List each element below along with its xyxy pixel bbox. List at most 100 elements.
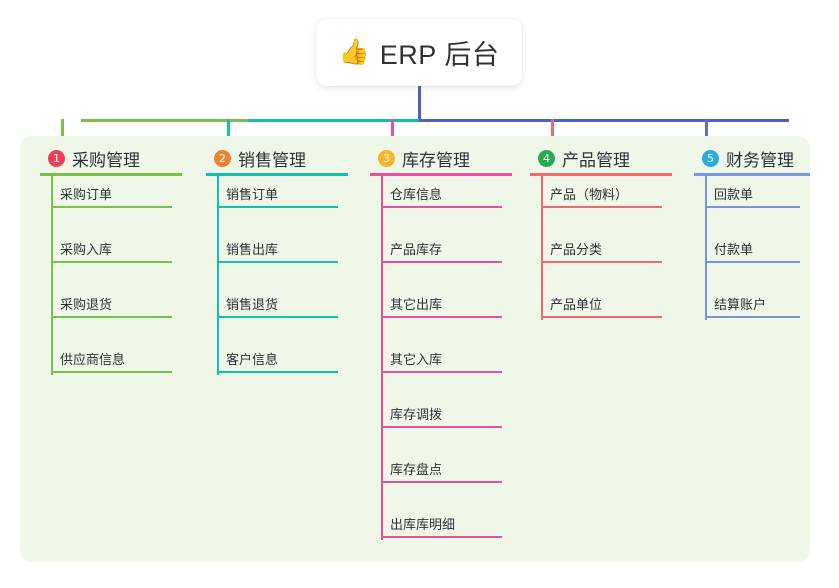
leaf-node[interactable]: 其它入库 [381,343,502,373]
branch-badge-3: 3 [378,150,395,167]
leaf-underline [381,536,502,538]
leaf-underline [381,371,502,373]
leaf-node[interactable]: 出库库明细 [381,508,502,538]
branch-badge-4: 4 [538,150,555,167]
leaf-label: 其它出库 [390,297,443,312]
leaf-label: 库存盘点 [390,462,443,477]
leaf-node[interactable]: 销售出库 [217,233,338,263]
leaf-node[interactable]: 产品单位 [541,288,662,318]
branch-badge-1: 1 [48,150,65,167]
leaf-underline [217,206,338,208]
leaf-underline [705,316,800,318]
leaf-label: 出库库明细 [390,517,456,532]
leaf-underline [217,316,338,318]
leaf-underline [705,206,800,208]
branch-spine-1 [51,174,53,375]
leaf-underline [541,316,662,318]
branch-title-4: 产品管理 [562,151,630,170]
leaf-node[interactable]: 销售订单 [217,178,338,208]
connector-bus-segment-3 [419,119,789,122]
leaf-label: 销售退货 [226,297,279,312]
leaf-node[interactable]: 客户信息 [217,343,338,373]
leaf-underline [705,261,800,263]
branch-title-5: 财务管理 [726,151,794,170]
leaf-underline [381,316,502,318]
leaf-label: 回款单 [714,187,754,202]
leaf-underline [217,371,338,373]
leaf-node[interactable]: 库存调拨 [381,398,502,428]
leaf-node[interactable]: 产品分类 [541,233,662,263]
leaf-underline [51,316,172,318]
leaf-node[interactable]: 产品库存 [381,233,502,263]
branch-header-5[interactable]: 5 财务管理 [702,146,794,171]
leaf-underline [381,261,502,263]
branch-underline-5 [694,173,810,176]
connector-stub-4 [551,119,554,144]
branch-spine-3 [381,174,383,540]
leaf-label: 产品（物料） [550,187,629,202]
leaf-node[interactable]: 采购入库 [51,233,172,263]
leaf-underline [381,426,502,428]
connector-stub-1 [61,119,64,144]
branch-underline-4 [530,173,672,176]
root-title: ERP 后台 [379,40,500,70]
leaf-node[interactable]: 结算账户 [705,288,800,318]
leaf-label: 客户信息 [226,352,279,367]
leaf-label: 采购订单 [60,187,113,202]
branch-underline-3 [370,173,512,176]
leaf-node[interactable]: 付款单 [705,233,800,263]
leaf-node[interactable]: 回款单 [705,178,800,208]
connector-stub-2 [227,119,230,144]
leaf-underline [217,261,338,263]
branch-header-1[interactable]: 1 采购管理 [48,146,140,171]
leaf-label: 供应商信息 [60,352,126,367]
branch-title-2: 销售管理 [238,151,306,170]
leaf-label: 付款单 [714,242,754,257]
leaf-underline [51,206,172,208]
branch-spine-5 [705,174,707,320]
branch-header-4[interactable]: 4 产品管理 [538,146,630,171]
leaf-label: 销售订单 [226,187,279,202]
leaf-underline [541,261,662,263]
connector-stub-5 [705,119,708,144]
leaf-node[interactable]: 产品（物料） [541,178,662,208]
leaf-underline [381,206,502,208]
leaf-label: 采购入库 [60,242,113,257]
leaf-node[interactable]: 其它出库 [381,288,502,318]
connector-trunk [418,86,421,122]
leaf-label: 其它入库 [390,352,443,367]
leaf-underline [51,371,172,373]
branch-badge-2: 2 [214,150,231,167]
branch-title-3: 库存管理 [402,151,470,170]
leaf-label: 库存调拨 [390,407,443,422]
root-node[interactable]: 👍 ERP 后台 [316,19,522,86]
connector-bus-segment-2 [248,119,419,122]
branch-underline-1 [40,173,182,176]
branch-spine-2 [217,174,219,375]
leaf-node[interactable]: 销售退货 [217,288,338,318]
branch-header-3[interactable]: 3 库存管理 [378,146,470,171]
leaf-label: 产品分类 [550,242,603,257]
branch-underline-2 [206,173,348,176]
leaf-label: 产品库存 [390,242,443,257]
leaf-underline [541,206,662,208]
leaf-node[interactable]: 采购退货 [51,288,172,318]
leaf-underline [381,481,502,483]
thumbs-up-icon: 👍 [338,38,370,66]
leaf-underline [51,261,172,263]
connector-bus-segment-1 [81,119,248,122]
branch-title-1: 采购管理 [72,151,140,170]
leaf-node[interactable]: 仓库信息 [381,178,502,208]
branch-badge-5: 5 [702,150,719,167]
leaf-node[interactable]: 供应商信息 [51,343,172,373]
leaf-node[interactable]: 库存盘点 [381,453,502,483]
leaf-label: 采购退货 [60,297,113,312]
leaf-label: 仓库信息 [390,187,443,202]
branch-header-2[interactable]: 2 销售管理 [214,146,306,171]
leaf-label: 销售出库 [226,242,279,257]
leaf-label: 产品单位 [550,297,603,312]
leaf-node[interactable]: 采购订单 [51,178,172,208]
branch-spine-4 [541,174,543,320]
leaf-label: 结算账户 [714,297,767,312]
